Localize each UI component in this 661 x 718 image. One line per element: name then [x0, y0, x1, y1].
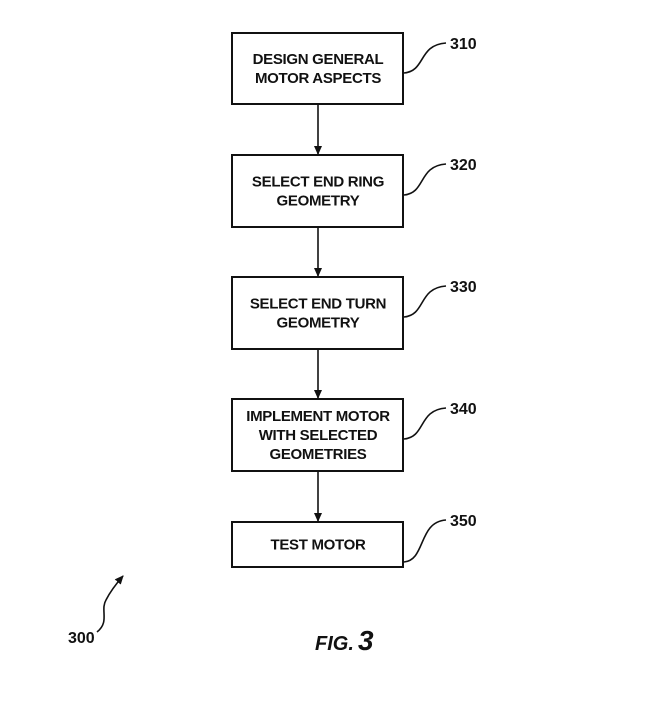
reference-leader — [403, 42, 447, 74]
figure-leader-curve — [96, 575, 124, 633]
step-box — [231, 32, 404, 105]
step-340: IMPLEMENT MOTOR WITH SELECTED GEOMETRIES 34… — [231, 398, 477, 472]
step-box — [231, 154, 404, 228]
step-label-line: TEST MOTOR — [270, 537, 366, 554]
step-box — [231, 276, 404, 350]
step-label-line: SELECT END RING — [252, 174, 384, 191]
step-310: DESIGN GENERAL MOTOR ASPECTS 310 — [231, 32, 477, 105]
reference-number: 330 — [450, 279, 477, 296]
step-label-line: GEOMETRIES — [269, 446, 366, 463]
figure-number-label: 300 — [68, 630, 95, 647]
figure-caption: FIG. 3 — [315, 625, 374, 656]
step-330: SELECT END TURN GEOMETRY 330 — [231, 276, 477, 350]
reference-leader — [403, 285, 447, 318]
step-box — [231, 398, 404, 472]
reference-leader — [403, 163, 447, 196]
step-label-line: GEOMETRY — [277, 193, 360, 210]
figure-caption-prefix: FIG. — [315, 633, 354, 655]
step-350: TEST MOTOR 350 — [231, 513, 477, 568]
figure-caption-number: 3 — [358, 625, 374, 656]
step-box — [231, 521, 404, 568]
step-label-line: SELECT END TURN — [250, 296, 386, 313]
step-label-line: MOTOR ASPECTS — [255, 70, 381, 87]
figure-reference: 300 — [68, 575, 124, 647]
step-320: SELECT END RING GEOMETRY 320 — [231, 154, 477, 228]
step-label-line: WITH SELECTED — [259, 427, 378, 444]
step-label-line: IMPLEMENT MOTOR — [246, 408, 390, 425]
step-label-line: GEOMETRY — [277, 315, 360, 332]
step-label-line: DESIGN GENERAL — [253, 51, 384, 68]
reference-leader — [403, 519, 447, 563]
reference-leader — [403, 407, 447, 440]
reference-number: 320 — [450, 157, 477, 174]
reference-number: 350 — [450, 513, 477, 530]
reference-number: 340 — [450, 401, 477, 418]
reference-number: 310 — [450, 36, 477, 53]
